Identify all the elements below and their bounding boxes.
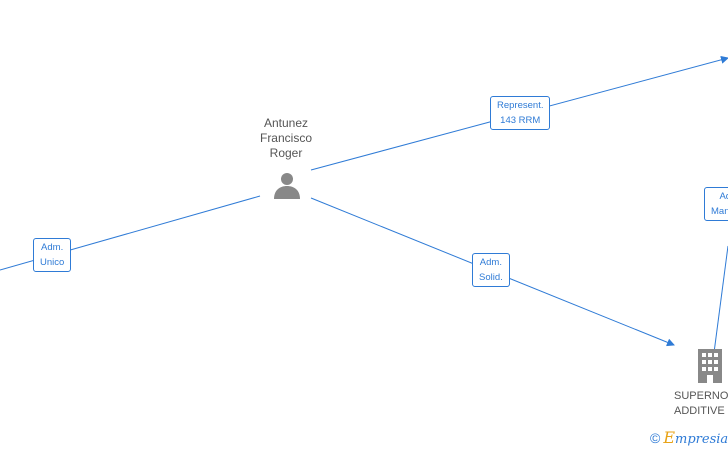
person-name-line: Roger — [269, 146, 303, 160]
person-name-line: Francisco — [259, 131, 312, 145]
company-name-line: ADDITIVE — [674, 405, 725, 417]
edge-label-line: Represent. — [497, 100, 544, 111]
edge-label-line: Adm. — [41, 242, 64, 253]
building-icon[interactable] — [696, 349, 724, 383]
person-icon[interactable] — [272, 170, 302, 200]
edge-label-line: Adm. — [719, 191, 728, 202]
edge-label-line: Solid. — [479, 272, 503, 283]
edge-label-adm-unico[interactable]: Adm. Unico — [33, 238, 72, 272]
edge-label-line: Adm. — [479, 257, 502, 268]
edge-company-to-right — [711, 245, 728, 369]
person-name-line: Antunez — [263, 116, 309, 130]
person-name[interactable]: Antunez Francisco Roger — [236, 116, 336, 161]
brand-logo-text: mpresia — [675, 432, 728, 447]
edge-label-adm-mancom[interactable]: Adm. Mancom. — [704, 187, 728, 221]
copyright-icon: © — [650, 430, 661, 446]
footer-brand: ©Empresia — [650, 428, 728, 448]
company-name-line: SUPERNOVA — [674, 390, 728, 402]
company-name[interactable]: SUPERNOVA ADDITIVE — [674, 389, 728, 419]
brand-logo-initial: E — [663, 428, 676, 447]
edge-label-adm-solid[interactable]: Adm. Solid. — [472, 253, 510, 287]
edge-label-represent[interactable]: Represent. 143 RRM — [490, 96, 551, 130]
edge-label-line: 143 RRM — [500, 115, 541, 126]
edge-label-line: Mancom. — [711, 206, 728, 217]
edge-label-line: Unico — [40, 257, 65, 268]
